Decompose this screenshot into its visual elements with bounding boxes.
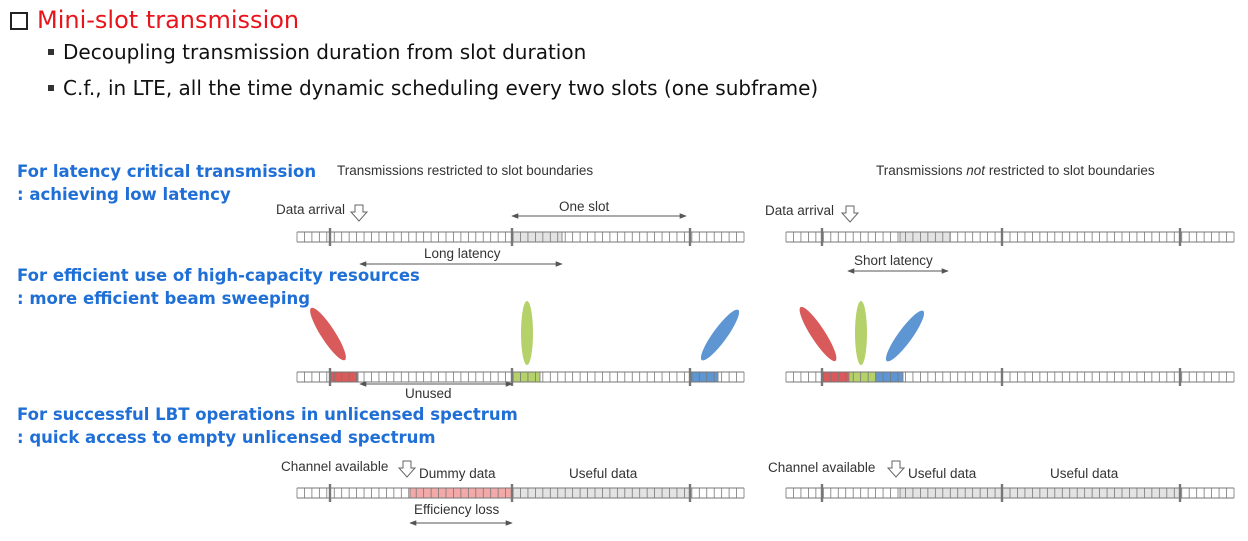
channel-available-label-right: Channel available — [768, 460, 875, 475]
right-column-header: Transmissions not restricted to slot bou… — [876, 163, 1155, 178]
efficiency-loss-label: Efficiency loss — [414, 502, 500, 517]
red-beam-icon — [799, 306, 837, 362]
long-latency-label: Long latency — [424, 246, 501, 261]
channel-available-label-left: Channel available — [281, 459, 388, 474]
down-arrow-icon — [840, 205, 860, 223]
lbt-subheading: : quick access to empty unlicensed spect… — [17, 428, 436, 447]
highlight-blocks — [329, 231, 1181, 499]
useful-data-label-right-1: Useful data — [908, 466, 977, 481]
useful-data-block — [511, 487, 691, 499]
data-arrival-label-left: Data arrival — [276, 202, 345, 217]
checkbox-bullet-icon — [10, 12, 28, 30]
dummy-data-label: Dummy data — [419, 466, 496, 481]
square-bullet-icon — [48, 49, 54, 55]
beam-subheading: : more efficient beam sweeping — [17, 289, 311, 308]
time-grids — [296, 228, 1235, 502]
latency-heading: For latency critical transmission — [17, 162, 317, 181]
one-slot-label: One slot — [559, 199, 610, 214]
blue-beam-icon — [700, 309, 740, 361]
green-beam-icon — [855, 301, 867, 365]
useful-data-label-left: Useful data — [569, 466, 638, 481]
red-beam-block — [821, 371, 850, 383]
down-arrow-icon — [349, 204, 369, 222]
left-column-header: Transmissions restricted to slot boundar… — [337, 163, 593, 178]
bullet-text: Decoupling transmission duration from sl… — [63, 40, 587, 64]
bullet-text: C.f., in LTE, all the time dynamic sched… — [63, 76, 819, 100]
down-arrow-icon — [886, 460, 906, 478]
unused-label: Unused — [405, 386, 452, 401]
short-latency-label: Short latency — [854, 253, 933, 268]
latency-subheading: : achieving low latency — [17, 185, 231, 204]
data-block — [511, 231, 563, 243]
down-arrow-icon — [397, 460, 417, 478]
blue-beam-block — [875, 371, 904, 383]
lbt-heading: For successful LBT operations in unlicen… — [17, 405, 518, 424]
slide-title-row: Mini-slot transmission — [10, 3, 299, 37]
useful-data-label-right-2: Useful data — [1050, 466, 1119, 481]
slide-title: Mini-slot transmission — [37, 6, 300, 34]
data-arrival-label-right: Data arrival — [765, 203, 834, 218]
green-beam-icon — [521, 301, 533, 365]
bullet-item: Decoupling transmission duration from sl… — [48, 40, 586, 64]
beam-heading: For efficient use of high-capacity resou… — [17, 266, 420, 285]
blue-beam-icon — [885, 310, 925, 362]
square-bullet-icon — [48, 85, 54, 91]
bullet-item: C.f., in LTE, all the time dynamic sched… — [48, 76, 818, 100]
red-beam-icon — [310, 307, 346, 361]
